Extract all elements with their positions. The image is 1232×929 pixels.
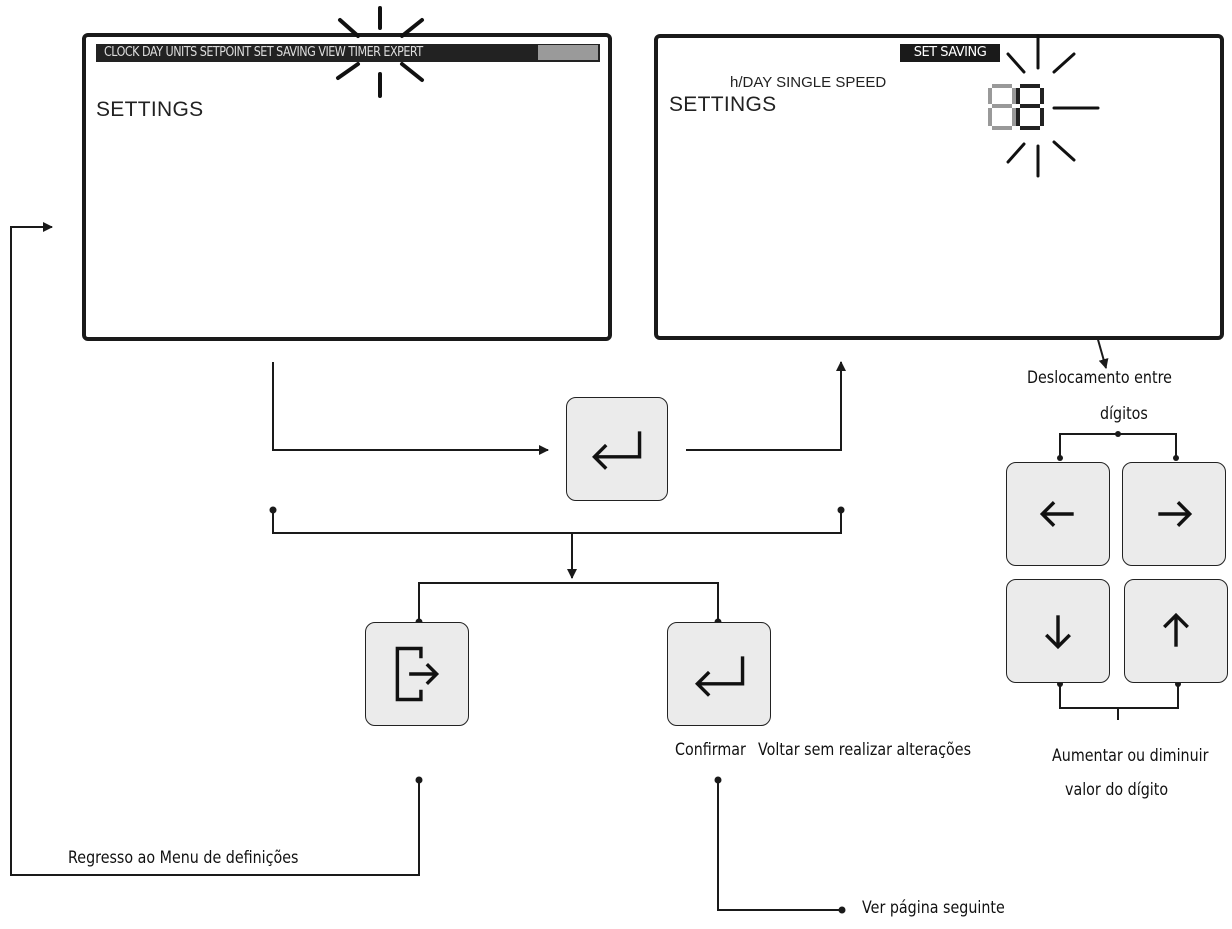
right-arrow-button[interactable] [1122,462,1226,566]
menu-bar-text: CLOCK DAY UNITS SETPOINT SET SAVING VIEW… [104,45,423,60]
dot-lr-right [1173,455,1179,461]
caption-confirm: Confirmar [675,740,746,760]
caption-return-menu: Regresso ao Menu de definições [68,848,299,868]
caption-adjust-line1: Aumentar ou diminuir [1052,746,1209,766]
enter-button-top[interactable] [566,397,668,501]
down-arrow-button[interactable] [1006,579,1110,683]
connector-enter-to-right [686,361,846,451]
dot-lr-mid [1115,431,1121,437]
connector-return-loop [10,222,420,876]
caption-adjust-line2: valor do dígito [1065,780,1169,800]
split-options [418,582,719,622]
blink-indicator-icon [336,6,424,98]
set-saving-badge: SET SAVING [900,44,1000,62]
caption-digit-shift-line1: Deslocamento entre [1027,368,1172,388]
exit-door-icon [395,646,440,702]
bracket-down-up [1059,684,1179,709]
menu-bar [96,44,600,62]
dot-next-page [838,906,846,914]
left-screen-title: SETTINGS [96,98,204,121]
digit-display-icon [988,34,1100,178]
connector-next-page [717,780,842,911]
exit-button[interactable] [365,622,469,726]
connector-left-to-enter [272,362,549,455]
caption-back-no-changes: Voltar sem realizar alterações [758,740,972,760]
caption-digit-shift-line2: dígitos [1100,404,1148,424]
right-screen-title: SETTINGS [669,93,777,116]
dot-exit-down [415,776,423,784]
left-display-screen [82,33,612,341]
menu-bar-segment [538,45,598,60]
bracket-choice [272,510,842,534]
dot-bracket-left [269,506,277,514]
enter-button-bottom[interactable] [667,622,771,726]
bracket-left-right [1059,433,1177,458]
dot-bracket-right [837,506,845,514]
arrow-left-icon [1039,501,1074,527]
enter-return-icon [592,431,642,470]
dot-lr-left [1057,455,1063,461]
arrow-down-icon [1045,615,1071,650]
right-display-screen [654,34,1224,340]
arrow-right-icon [1158,501,1193,527]
up-arrow-button[interactable] [1124,579,1228,683]
dot-confirm-down [714,776,722,784]
enter-return-icon-bottom [694,656,745,697]
arrow-up-icon [1163,612,1189,647]
caption-next-page: Ver página seguinte [862,898,1005,918]
mode-label: h/DAY SINGLE SPEED [730,74,887,91]
left-arrow-button[interactable] [1006,462,1110,566]
